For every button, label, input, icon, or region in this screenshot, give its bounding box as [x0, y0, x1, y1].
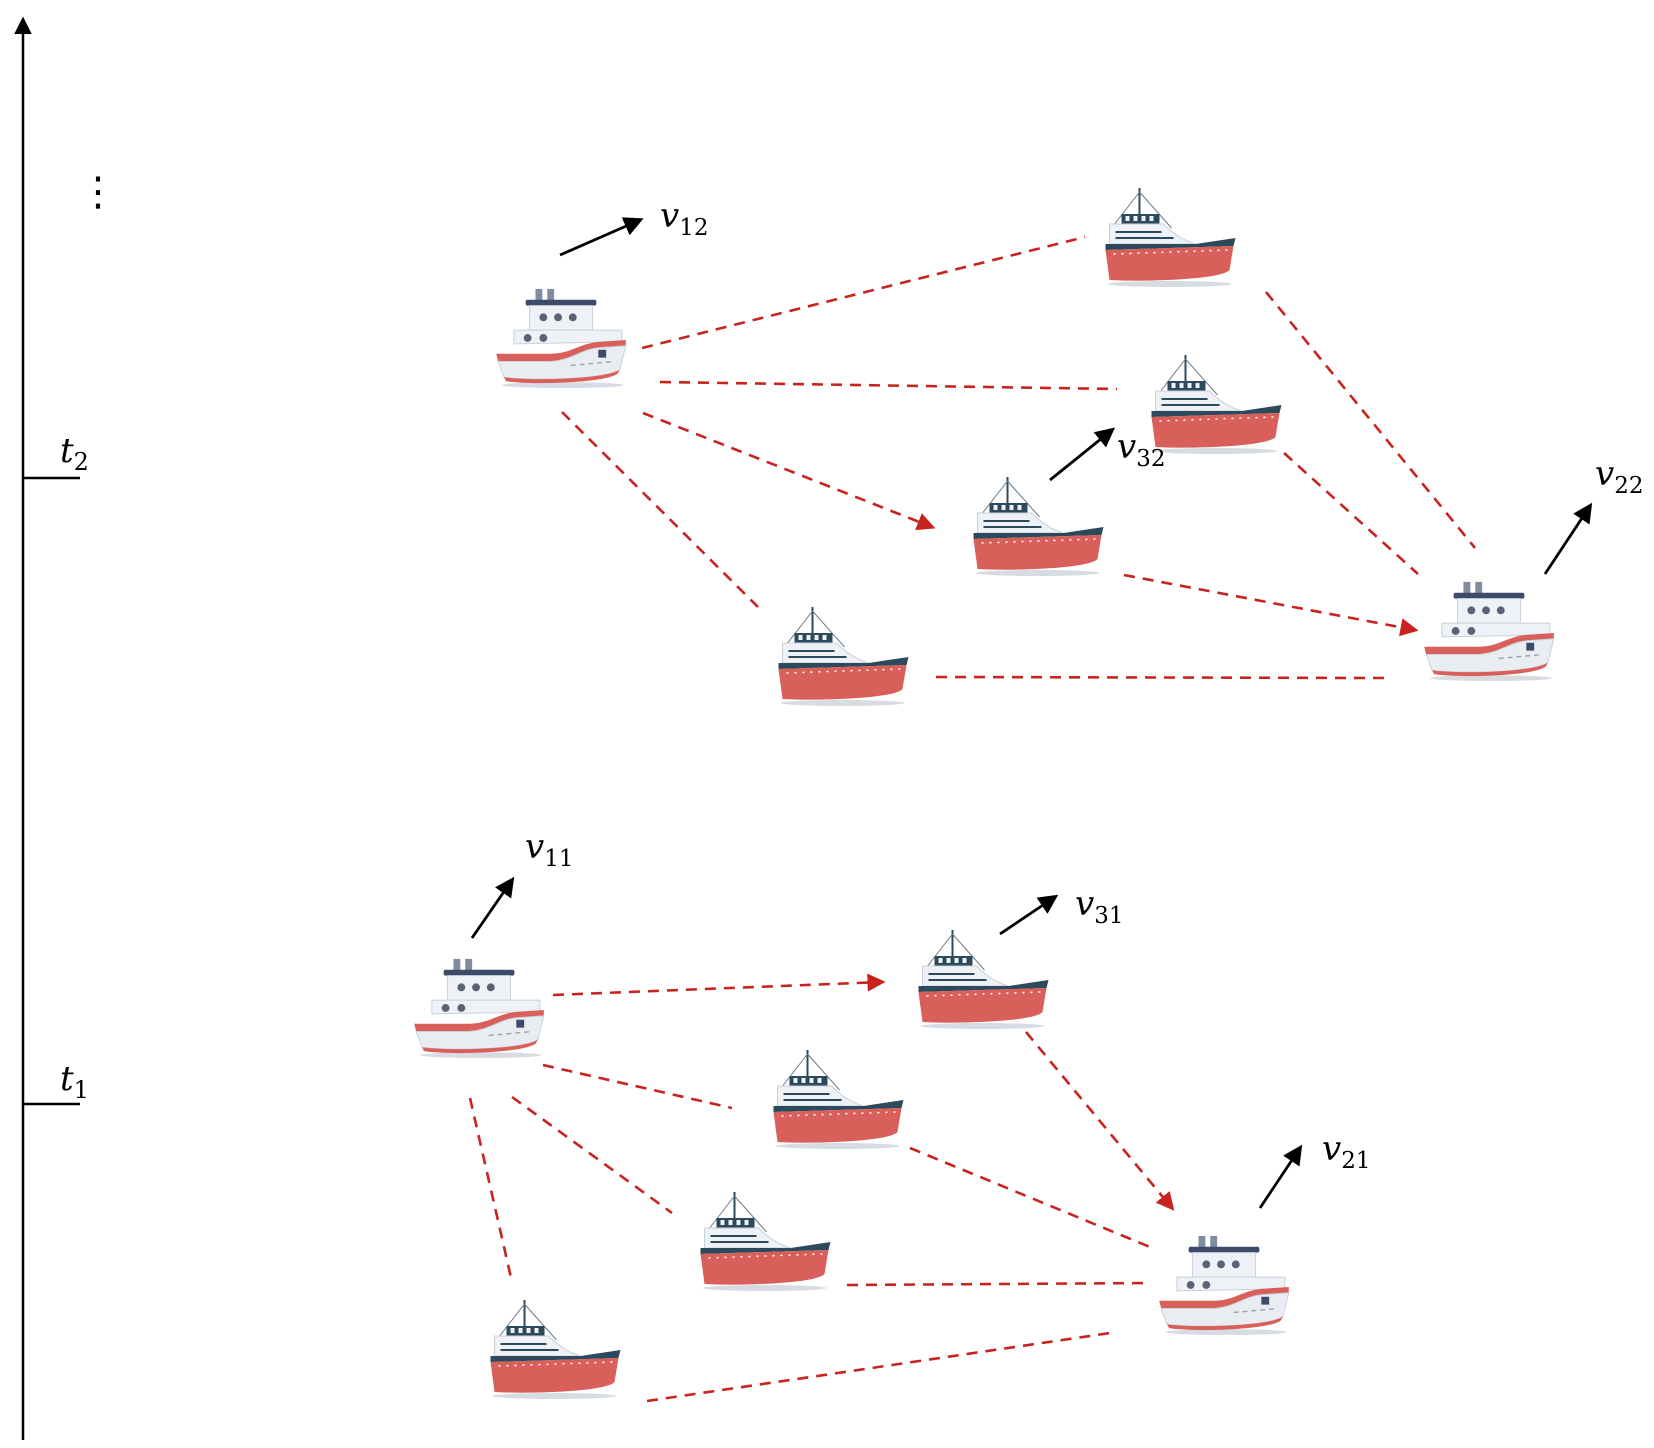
- link: [1264, 291, 1477, 549]
- velocity-label-v21: v21: [1322, 1129, 1371, 1174]
- velocity-label-v12: v12: [660, 196, 709, 241]
- fishing-boat-icon: [1150, 355, 1283, 455]
- velocity-arrow-v11: [470, 876, 515, 939]
- link: [542, 1063, 733, 1110]
- fishing-boat-icon: [1104, 188, 1237, 288]
- directed-link: [642, 411, 936, 531]
- fishing-boat-icon: [772, 1050, 905, 1150]
- link: [846, 1281, 1151, 1287]
- velocity-label-v32: v32: [1117, 427, 1166, 472]
- velocity-label-v22: v22: [1595, 454, 1644, 499]
- velocity-arrow-v12: [559, 217, 644, 257]
- links-t2: [561, 235, 1477, 680]
- velocity-arrow-v22: [1543, 502, 1593, 575]
- time-label-t1: t1: [60, 1059, 89, 1104]
- time-continuation-dots: ⋮: [78, 169, 118, 215]
- link: [1283, 452, 1419, 575]
- time-axis: t1 t2 ⋮: [14, 16, 118, 1440]
- directed-link: [1123, 573, 1419, 637]
- directed-link: [552, 973, 886, 997]
- fishing-boat-icon: [777, 607, 910, 707]
- tugboat-icon: [1158, 1235, 1290, 1336]
- tugboat-icon: [495, 288, 627, 389]
- fishing-boat-icon: [489, 1300, 622, 1400]
- velocity-arrows: [470, 217, 1593, 1209]
- velocity-arrow-v32: [1049, 427, 1116, 482]
- tugboat-icon: [1423, 581, 1555, 682]
- fishing-boat-icon: [917, 930, 1050, 1030]
- velocity-label-v11: v11: [525, 827, 574, 872]
- velocity-arrow-v21: [1258, 1144, 1303, 1209]
- link: [641, 235, 1086, 350]
- directed-link: [1024, 1031, 1175, 1211]
- link: [659, 380, 1118, 391]
- fishing-boat-icon: [699, 1192, 832, 1292]
- link: [561, 411, 759, 608]
- fishing-boat-icon: [972, 477, 1105, 577]
- velocity-labels: v11 v21 v31 v12 v22 v32: [525, 196, 1644, 1174]
- tugboat-icon: [413, 958, 545, 1059]
- velocity-label-v31: v31: [1075, 884, 1124, 929]
- link: [935, 675, 1386, 680]
- velocity-arrow-v31: [999, 894, 1059, 936]
- link: [646, 1331, 1111, 1403]
- link: [511, 1095, 673, 1215]
- links-t1: [468, 973, 1175, 1403]
- link: [468, 1097, 514, 1283]
- time-label-t2: t2: [60, 431, 89, 476]
- link: [909, 1146, 1151, 1249]
